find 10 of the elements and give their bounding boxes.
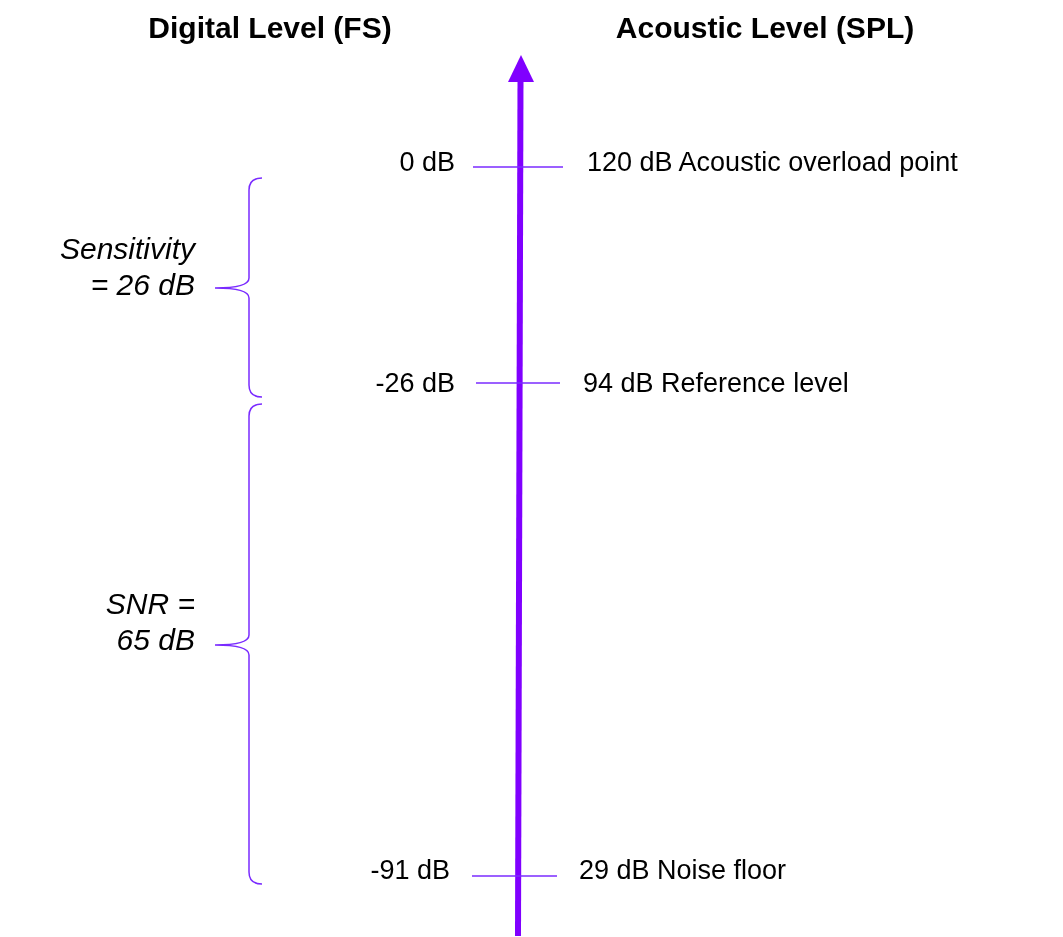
brace-label: Sensitivity = 26 dB	[58, 231, 195, 303]
level-label: 120 dB Acoustic overload point	[587, 145, 959, 179]
brace-label: SNR = 65 dB	[104, 586, 195, 658]
scale-value: -26 dB	[374, 366, 455, 400]
column-heading: Digital Level (FS)	[147, 10, 393, 46]
level-label: 94 dB Reference level	[583, 366, 850, 400]
scale-value: -91 dB	[369, 853, 450, 887]
level-label: 29 dB Noise floor	[579, 853, 788, 887]
scale-value: 0 dB	[398, 145, 455, 179]
column-heading: Acoustic Level (SPL)	[614, 10, 916, 46]
